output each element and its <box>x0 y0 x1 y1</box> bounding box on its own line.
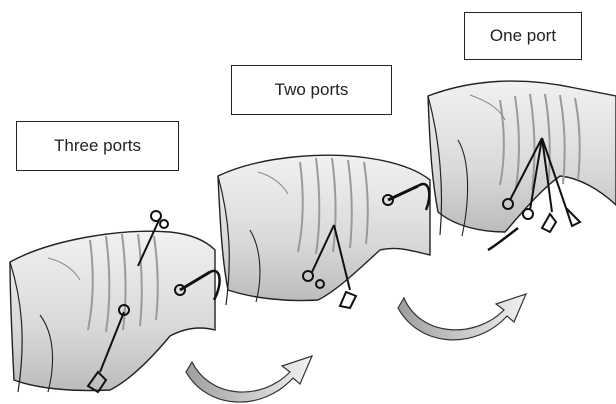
label-one-port-text: One port <box>490 26 556 46</box>
label-two-ports-text: Two ports <box>275 80 349 100</box>
curved-arrow-icon <box>186 356 312 402</box>
dog-thorax-one-port <box>428 81 616 236</box>
dog-thorax-three-ports <box>10 231 215 392</box>
label-three-ports-text: Three ports <box>54 136 141 156</box>
curved-arrow-icon <box>398 294 526 340</box>
label-three-ports: Three ports <box>16 121 179 171</box>
label-one-port: One port <box>464 12 582 60</box>
label-two-ports: Two ports <box>231 65 392 115</box>
